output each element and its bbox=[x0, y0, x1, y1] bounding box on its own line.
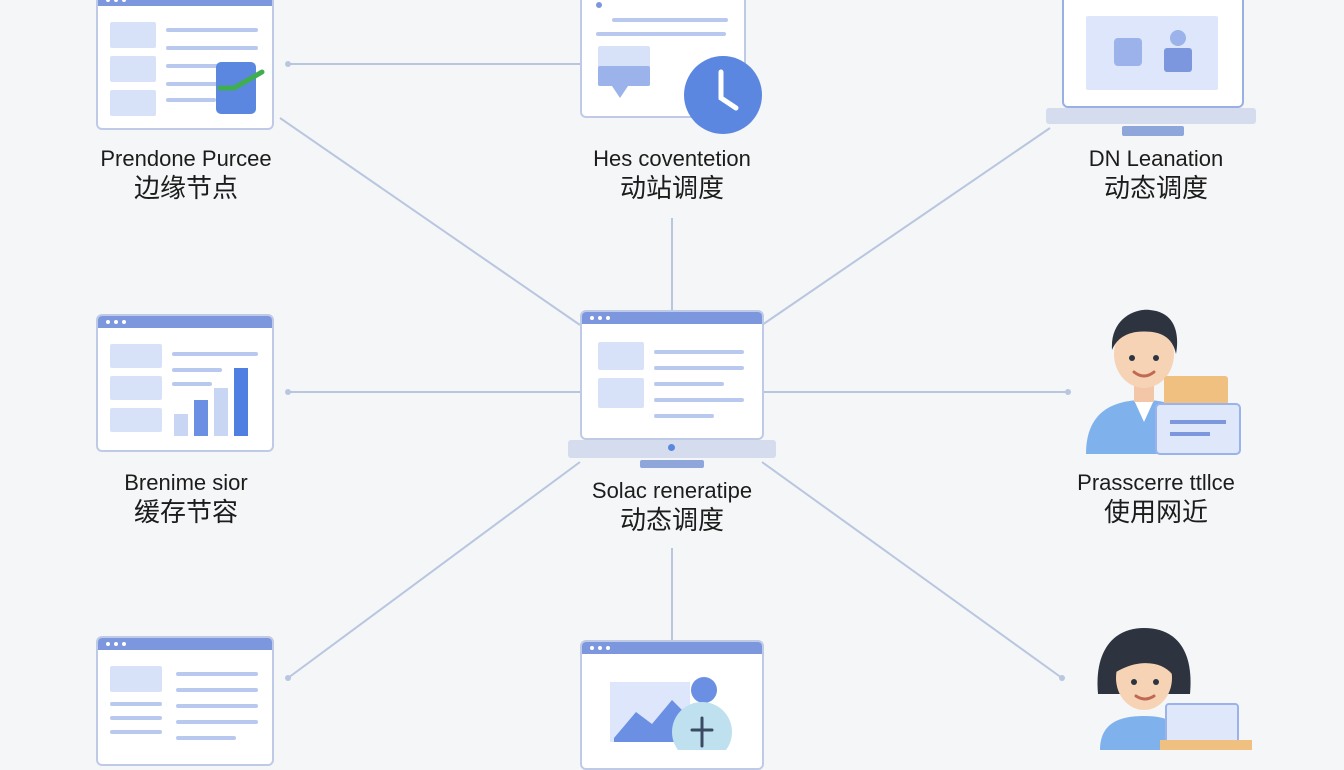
node-subtitle: 缓存节容 bbox=[133, 498, 238, 528]
node-subtitle: 动态调度 bbox=[619, 506, 724, 536]
node-title: Solac reneratipe bbox=[591, 478, 753, 503]
bar-chart-window-icon bbox=[96, 314, 274, 452]
connector-lines bbox=[279, 61, 1071, 681]
plus-icon bbox=[672, 702, 732, 750]
document-window-icon bbox=[96, 636, 274, 766]
connector-center-bottom-left bbox=[287, 461, 581, 679]
node-title: Prasscerre ttllce bbox=[1077, 470, 1235, 495]
node-subtitle: 使用网近 bbox=[1103, 498, 1208, 528]
connector-center-top-right bbox=[761, 127, 1051, 326]
connector-center-bottom-right bbox=[761, 461, 1063, 679]
node-subtitle: 动站调度 bbox=[619, 174, 724, 204]
node-title: Hes coventetion bbox=[593, 146, 751, 171]
monitor-icon bbox=[1062, 0, 1244, 108]
checkbox-check-icon bbox=[216, 62, 265, 114]
node-title: Prendone Purcee bbox=[100, 146, 272, 171]
node-title: Brenime sior bbox=[124, 470, 248, 495]
node-title: DN Leanation bbox=[1088, 146, 1224, 171]
connector-center-top-left bbox=[279, 117, 581, 326]
person-with-package-icon bbox=[1086, 309, 1241, 455]
clock-icon bbox=[684, 56, 762, 134]
node-subtitle: 边缘节点 bbox=[133, 174, 238, 204]
laptop-icon bbox=[580, 310, 764, 440]
node-subtitle: 动态调度 bbox=[1103, 174, 1208, 204]
person-with-laptop-icon bbox=[1097, 628, 1252, 750]
